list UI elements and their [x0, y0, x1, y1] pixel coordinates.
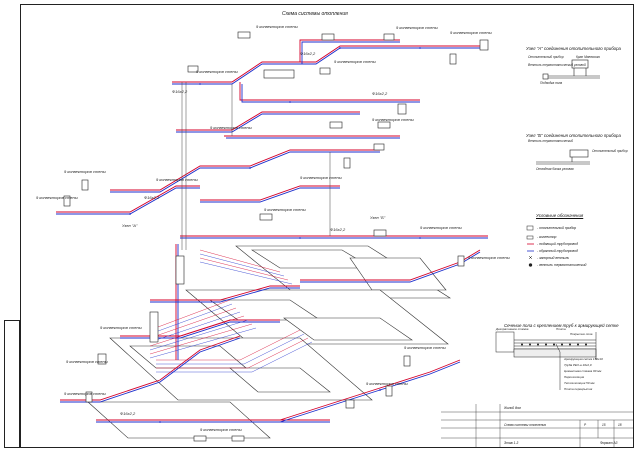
radiator-label: 9 конвекторов стены	[64, 169, 106, 174]
slab-room-4	[283, 317, 413, 341]
tb-sheets: 18	[618, 423, 622, 427]
section-label: Плита перекрытия	[564, 387, 593, 391]
node-a-detail	[542, 59, 600, 80]
return-top	[172, 47, 488, 85]
radiator-label: 9 конвекторов стены	[100, 325, 142, 330]
binding-stamp	[4, 320, 20, 448]
radiator-label: 9 конвекторов стены	[264, 207, 306, 212]
pipe-size-label: Ф16x2,2	[300, 51, 316, 56]
pipe-size-label: Ф16x2,2	[372, 91, 388, 96]
legend-item: - отопительный прибор	[537, 226, 577, 230]
drawing-frame	[20, 4, 634, 448]
radiator-label: 9 конвекторов стены	[468, 255, 510, 260]
legend-item: - вентиль термостатический	[537, 263, 587, 267]
legend-title: Условные обозначения	[536, 213, 584, 218]
section-label: Пароизоляция	[564, 375, 585, 379]
radiator-label: 9 конвекторов стены	[196, 69, 238, 74]
radiators	[63, 31, 489, 442]
section-label: Декоративное стяжка	[496, 327, 529, 331]
radiator-label: 9 конвекторов стены	[210, 125, 252, 130]
radiator-label: 9 конвекторов стены	[156, 177, 198, 182]
legend-graphic	[526, 225, 534, 267]
supply-top	[172, 45, 488, 83]
radiator-label: 9 конвекторов стены	[404, 345, 446, 350]
radiator-label: 9 конвекторов стены	[66, 359, 108, 364]
main-title: Схема системы отопления	[282, 11, 348, 17]
node-b-detail	[536, 149, 590, 165]
pipe-size-label: Ф16x2,2	[144, 195, 160, 200]
radiator-label: 9 конвекторов стены	[372, 117, 414, 122]
radiator-label: 9 конвекторов стены	[450, 30, 492, 35]
section-label: Армирующая сетка 150x10	[564, 357, 603, 361]
section-label: Плита	[556, 327, 566, 331]
radiator-label: 9 конвекторов стены	[64, 391, 106, 396]
node-a-label: Подводка пола	[540, 81, 563, 85]
radiator-label: 9 конвекторов стены	[36, 195, 78, 200]
collectors	[149, 69, 295, 343]
node-a-label: Кран Маевского	[576, 55, 601, 59]
legend-item: - подающий трубопровод	[537, 242, 578, 246]
title-block-grid	[441, 404, 634, 448]
legend-item: - запорный вентиль	[537, 256, 570, 260]
floor-slabs	[87, 245, 452, 439]
radiator-label: 9 конвекторов стены	[200, 427, 242, 432]
radiator-label: 9 конвекторов стены	[300, 175, 342, 180]
node-a-label: Вентиль термостатический угловой	[528, 63, 586, 67]
legend-item: - обратный трубопровод	[537, 249, 578, 253]
pipe-size-label: Ф16x2,2	[120, 411, 136, 416]
node-b-label: Отопительный прибор	[592, 149, 628, 153]
node-b-label: Отводная балка угловая	[536, 167, 574, 171]
node-b-label: Вентиль термостатический	[528, 139, 574, 143]
node-a-label: Отопительный прибор	[528, 55, 564, 59]
radiator-label: 9 конвекторов стены	[420, 225, 462, 230]
collector-fan	[149, 249, 313, 373]
pipe-size-label: Ф16x2,2	[330, 227, 346, 232]
valves	[129, 47, 421, 423]
tb-project: Жилой дом	[504, 406, 521, 410]
risers	[181, 82, 331, 250]
section-label: Цементная стяжка 60 мм	[564, 369, 602, 373]
node-b-title: Узел "Б" соединения отопительного прибор…	[526, 133, 621, 138]
node-a-title: Узел "А" соединения отопительного прибор…	[526, 46, 622, 51]
section-title: Сечение пола с креплением труб к армирую…	[504, 323, 619, 328]
legend-item: - коллектор	[537, 235, 557, 239]
floor-section-detail	[495, 331, 597, 390]
section-label: Теплоизоляция 50 мм	[564, 381, 595, 385]
tb-sheet-name: Схема системы отопления	[504, 423, 546, 427]
radiator-label: 9 конвекторов стены	[256, 24, 298, 29]
section-label: Труба PEX-a 16x2,0	[564, 363, 592, 367]
section-label: Покрытие пола	[570, 332, 593, 336]
tb-sheet: 15	[602, 423, 606, 427]
radiator-label: 9 конвекторов стены	[334, 59, 376, 64]
pipe-size-label: Ф16x2,2	[172, 89, 188, 94]
tb-floor-note: Этаж 1-3	[504, 441, 519, 445]
tb-format: Формат А3	[600, 441, 618, 445]
node-a-ref: Узел "А"	[122, 223, 138, 228]
radiator-label: 9 конвекторов стены	[396, 25, 438, 30]
node-b-ref: Узел "Б"	[370, 215, 386, 220]
radiator-label: 9 конвекторов стены	[366, 381, 408, 386]
slab-room-6	[229, 367, 331, 393]
tb-stage: Р	[584, 423, 587, 427]
